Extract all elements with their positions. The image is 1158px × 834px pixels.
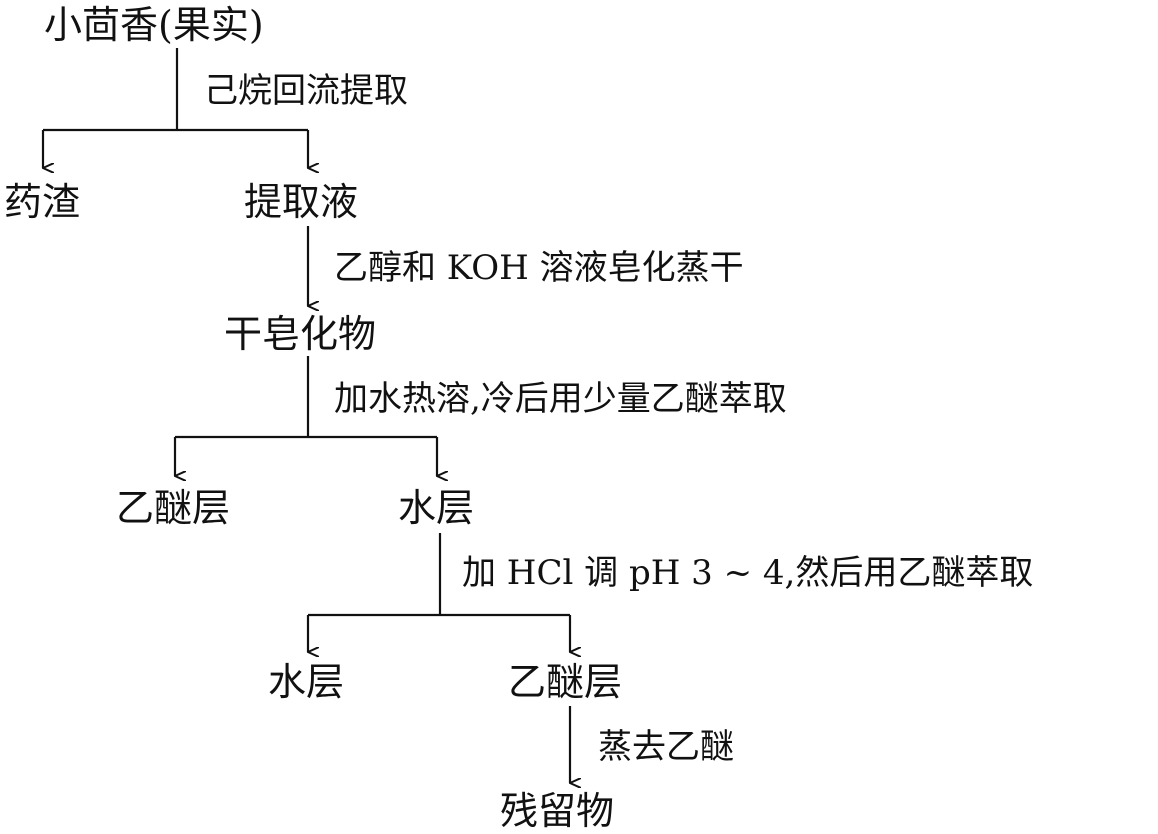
node-water-layer-2: 水层 (268, 660, 345, 704)
node-water-layer-1: 水层 (398, 486, 475, 530)
step-label-1: 己烷回流提取 (204, 71, 408, 111)
node-ether-layer-1: 乙醚层 (116, 486, 231, 530)
node-extract: 提取液 (244, 180, 359, 224)
step-label-4: 加 HCl 调 pH 3 ~ 4,然后用乙醚萃取 (462, 553, 1034, 593)
node-saponified: 干皂化物 (224, 312, 377, 356)
step-label-3: 加水热溶,冷后用少量乙醚萃取 (334, 379, 787, 419)
node-ether-layer-2: 乙醚层 (508, 660, 623, 704)
node-start: 小茴香(果实) (44, 3, 264, 47)
node-residue-final: 残留物 (500, 789, 615, 833)
step-label-5: 蒸去乙醚 (598, 727, 734, 767)
node-residue: 药渣 (4, 180, 81, 224)
step-label-2: 乙醇和 KOH 溶液皂化蒸干 (334, 248, 744, 288)
